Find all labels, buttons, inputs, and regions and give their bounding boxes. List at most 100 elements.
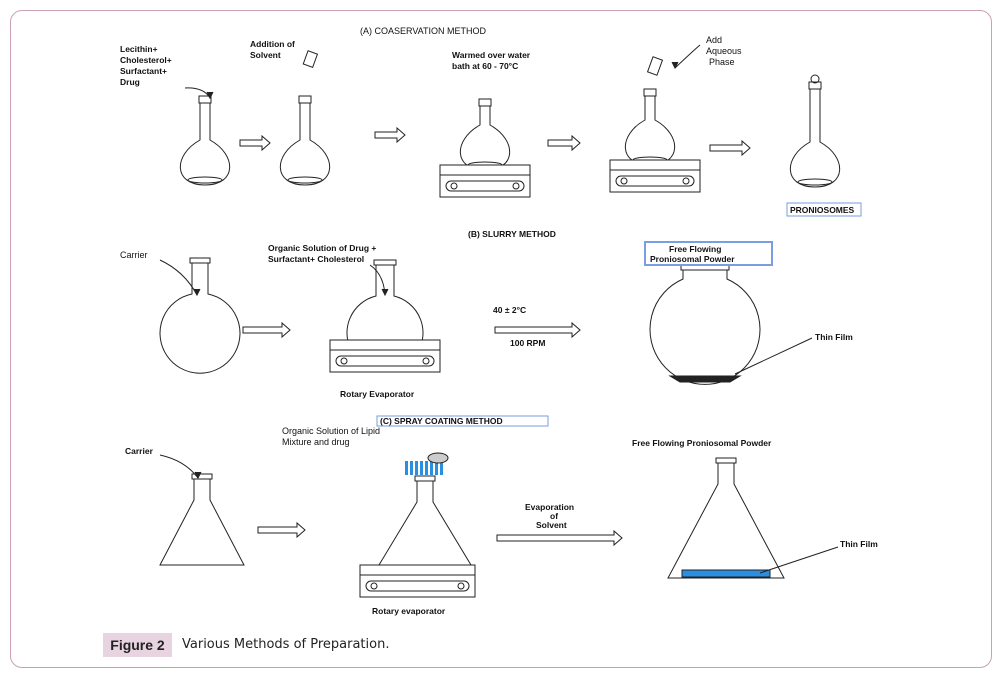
flask-a5-stopper — [808, 81, 822, 90]
coating-flask-c-rim — [414, 475, 436, 482]
section-c-title: (C) SPRAY COATING METHOD — [380, 416, 503, 426]
svg-text:of: of — [550, 511, 558, 521]
rotary-hotplate-b — [329, 339, 441, 351]
rotary-evaporator-label-b: Rotary Evaporator — [340, 389, 415, 399]
hotplate-a4-panel — [615, 175, 695, 187]
hotplate-a3-base — [439, 174, 531, 198]
aqueous-vial-icon — [646, 56, 664, 76]
process-arrow-a3 — [547, 134, 581, 152]
spray-nozzle-icon — [427, 452, 449, 464]
stopper-icon — [810, 74, 820, 84]
flask-a2-stopper — [298, 95, 312, 104]
flask-a5 — [789, 88, 841, 188]
flask-a2-liquid — [287, 176, 323, 184]
proniosomes-label: PRONIOSOMES — [790, 205, 855, 215]
carrier-flask-b — [159, 262, 241, 374]
svg-text:Proniosomal Powder: Proniosomal Powder — [650, 254, 735, 264]
proniosomes-box — [786, 202, 862, 217]
process-arrow-a2 — [374, 126, 406, 144]
powder-box-b — [644, 241, 773, 266]
flask-a3 — [459, 105, 511, 171]
svg-text:bath at 60 - 70°C: bath at 60 - 70°C — [452, 61, 518, 71]
solvent-vial-icon — [302, 50, 319, 68]
hotplate-a4-knob — [620, 177, 628, 185]
svg-text:Warmed over water: Warmed over water — [452, 50, 531, 60]
solvent-label: Addition of Solvent — [250, 39, 295, 60]
figure-frame — [10, 10, 992, 668]
svg-text:Addition of: Addition of — [250, 39, 295, 49]
section-b-title: (B) SLURRY METHOD — [468, 229, 556, 239]
pointer-arrow-carrier-b-head — [193, 288, 201, 297]
rotary-evaporator-label-c: Rotary evaporator — [372, 606, 446, 616]
svg-text:Drug: Drug — [120, 77, 140, 87]
flask-a1-stopper — [198, 95, 212, 104]
temperature-label: 40 ± 2°C — [493, 305, 526, 315]
svg-text:Aqueous: Aqueous — [706, 46, 742, 56]
rotary-hotplate-c — [359, 564, 476, 576]
flask-a1 — [179, 102, 231, 186]
carrier-label-c: Carrier — [125, 446, 154, 456]
powder-label-b: Free Flowing Proniosomal Powder — [650, 244, 735, 264]
process-arrow-b2 — [494, 321, 581, 339]
process-arrow-b1 — [242, 321, 291, 339]
svg-text:Surfactant+: Surfactant+ — [120, 66, 167, 76]
carrier-flask-c — [159, 478, 245, 566]
pointer-arrow-organic-b-head — [381, 288, 389, 297]
rotary-hotplate-c-knob — [457, 582, 465, 590]
rotary-hotplate-b-knob — [340, 357, 348, 365]
svg-text:Add: Add — [706, 35, 722, 45]
pointer-thin-film-b — [734, 337, 813, 375]
svg-text:Solvent: Solvent — [250, 50, 281, 60]
pointer-arrow-aqueous-head — [671, 61, 679, 70]
pointer-arrow-ingredients-head — [206, 91, 214, 100]
organic-solution-label-c: Organic Solution of Lipid Mixture and dr… — [282, 426, 380, 447]
pointer-arrow-carrier-b — [159, 259, 198, 296]
hotplate-a3-panel — [445, 180, 525, 192]
svg-text:Organic Solution of Lipid: Organic Solution of Lipid — [282, 426, 380, 436]
pointer-thin-film-c — [759, 546, 839, 574]
rotary-hotplate-b-panel — [335, 355, 435, 367]
svg-text:Solvent: Solvent — [536, 520, 567, 530]
rotary-hotplate-c-knob — [370, 582, 378, 590]
flask-a4-stopper — [643, 88, 657, 97]
evaporation-label: Evaporation of Solvent — [525, 502, 574, 530]
hotplate-a4-knob — [682, 177, 690, 185]
rotary-hotplate-b-knob — [422, 357, 430, 365]
svg-text:Cholesterol+: Cholesterol+ — [120, 55, 172, 65]
carrier-label-b: Carrier — [120, 250, 148, 260]
hotplate-a3-knob — [512, 182, 520, 190]
organic-solution-label-b: Organic Solution of Drug + Surfactant+ C… — [268, 243, 376, 264]
section-a-title: (A) COASERVATION METHOD — [360, 26, 487, 36]
spray-title-box — [376, 415, 549, 427]
thin-film-label-c: Thin Film — [840, 539, 878, 549]
figure-label: Figure 2 — [103, 633, 172, 657]
flask-a2 — [279, 102, 331, 186]
svg-text:Phase: Phase — [709, 57, 735, 67]
flask-a3-stopper — [478, 98, 492, 107]
rpm-label: 100 RPM — [510, 338, 545, 348]
flask-a1-liquid — [187, 176, 223, 184]
rotary-hotplate-c-panel — [365, 580, 470, 592]
pointer-arrow-carrier-c — [159, 454, 199, 479]
flask-a5-liquid — [797, 178, 833, 186]
process-arrow-c2 — [496, 529, 623, 547]
powder-label-c: Free Flowing Proniosomal Powder — [632, 438, 772, 448]
svg-text:Mixture and drug: Mixture and drug — [282, 437, 350, 447]
product-flask-c-rim — [715, 457, 737, 464]
product-flask-b — [649, 269, 761, 385]
hotplate-a4-base — [609, 169, 701, 193]
thin-film-deposit-c — [681, 569, 771, 578]
svg-text:Evaporation: Evaporation — [525, 502, 574, 512]
svg-text:Surfactant+ Cholesterol: Surfactant+ Cholesterol — [268, 254, 364, 264]
thin-film-deposit-b — [668, 375, 742, 383]
hotplate-a3-knob — [450, 182, 458, 190]
coating-flask-c — [378, 480, 472, 566]
process-arrow-c1 — [257, 521, 306, 539]
pointer-arrow-aqueous — [674, 44, 701, 69]
product-flask-c — [667, 462, 785, 579]
process-arrow-a1 — [239, 134, 271, 152]
svg-text:Organic Solution of Drug +: Organic Solution of Drug + — [268, 243, 376, 253]
thin-film-label-b: Thin Film — [815, 332, 853, 342]
rotary-flask-b-rim — [373, 259, 397, 266]
